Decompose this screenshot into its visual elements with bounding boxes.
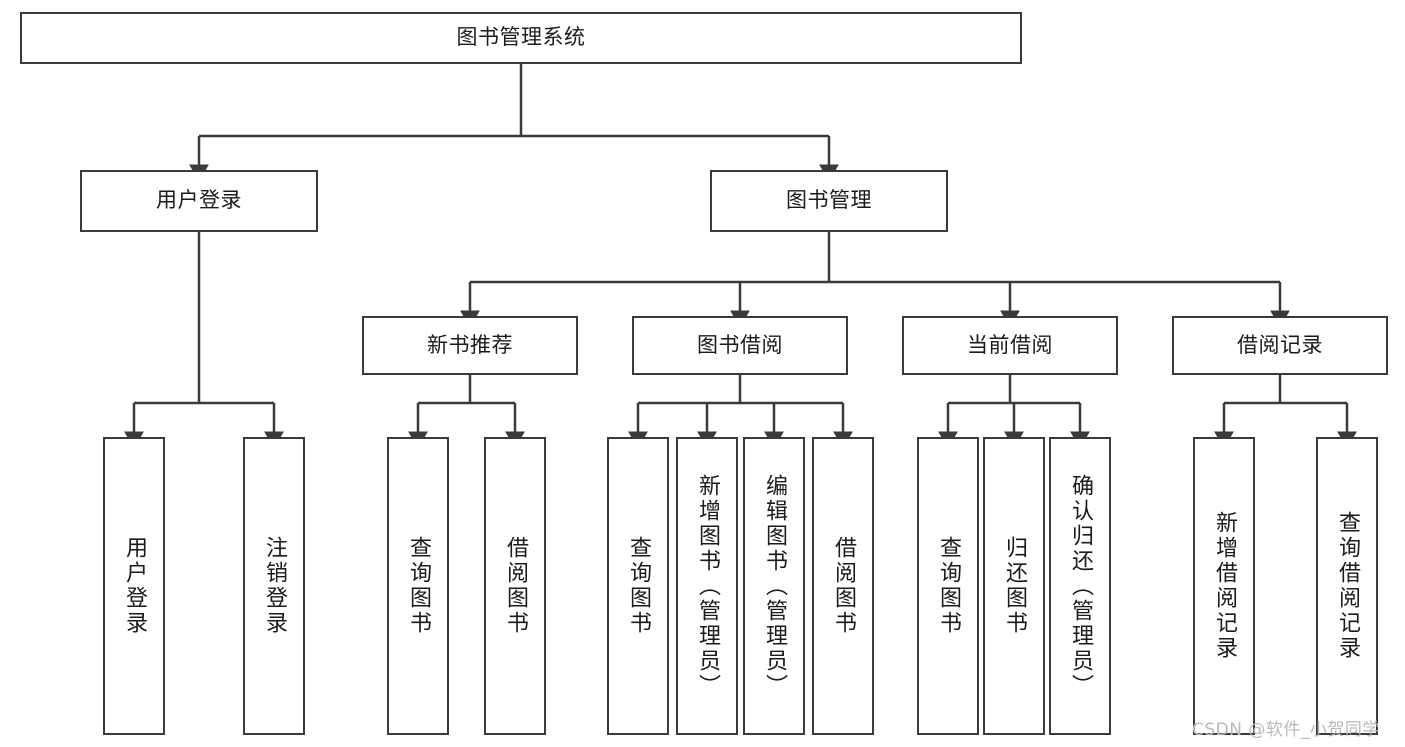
node-label-current-borrow: 当前借阅 [967, 332, 1053, 357]
node-label-leaf-return-book: 归还图书 [1002, 536, 1027, 636]
node-leaf-return-book[interactable]: 归还图书 [983, 437, 1045, 735]
node-label-root: 图书管理系统 [456, 25, 586, 50]
node-leaf-edit-book-admin[interactable]: 编辑图书（管理员） [743, 437, 805, 735]
node-leaf-add-borrow-record[interactable]: 新增借阅记录 [1193, 437, 1255, 735]
node-label-new-book-recommend: 新书推荐 [427, 332, 513, 357]
node-leaf-query-book-current[interactable]: 查询图书 [917, 437, 979, 735]
node-book-manage[interactable]: 图书管理 [710, 170, 948, 232]
node-book-borrow[interactable]: 图书借阅 [632, 316, 848, 375]
node-leaf-user-login[interactable]: 用户登录 [103, 437, 165, 735]
node-borrow-record[interactable]: 借阅记录 [1172, 316, 1388, 375]
node-label-user-login: 用户登录 [156, 188, 242, 213]
node-leaf-add-book-admin[interactable]: 新增图书（管理员） [676, 437, 738, 735]
node-label-leaf-user-login: 用户登录 [122, 536, 147, 636]
node-label-leaf-query-book-borrow: 查询图书 [626, 536, 651, 636]
node-label-leaf-query-book-current: 查询图书 [936, 536, 961, 636]
node-label-leaf-query-book-recommend: 查询图书 [406, 536, 431, 636]
node-label-leaf-borrow-book-recommend: 借阅图书 [503, 536, 528, 636]
node-leaf-query-book-recommend[interactable]: 查询图书 [387, 437, 449, 735]
node-current-borrow[interactable]: 当前借阅 [902, 316, 1118, 375]
node-label-leaf-edit-book-admin: 编辑图书（管理员） [762, 473, 787, 699]
node-label-leaf-add-book-admin: 新增图书（管理员） [695, 473, 720, 699]
node-label-leaf-user-logout: 注销登录 [262, 536, 287, 636]
node-root[interactable]: 图书管理系统 [20, 12, 1022, 64]
node-leaf-user-logout[interactable]: 注销登录 [243, 437, 305, 735]
node-user-login[interactable]: 用户登录 [80, 170, 318, 232]
node-label-leaf-confirm-return-admin: 确认归还（管理员） [1068, 473, 1093, 699]
node-new-book-recommend[interactable]: 新书推荐 [362, 316, 578, 375]
node-label-leaf-borrow-book: 借阅图书 [831, 536, 856, 636]
node-label-leaf-query-borrow-record: 查询借阅记录 [1335, 511, 1360, 661]
node-label-leaf-add-borrow-record: 新增借阅记录 [1212, 511, 1237, 661]
node-leaf-confirm-return-admin[interactable]: 确认归还（管理员） [1049, 437, 1111, 735]
tree-connectors [124, 64, 1357, 449]
node-label-book-borrow: 图书借阅 [697, 332, 783, 357]
node-leaf-query-book-borrow[interactable]: 查询图书 [607, 437, 669, 735]
node-leaf-borrow-book[interactable]: 借阅图书 [812, 437, 874, 735]
node-label-book-manage: 图书管理 [786, 188, 872, 213]
node-leaf-borrow-book-recommend[interactable]: 借阅图书 [484, 437, 546, 735]
watermark: CSDN @软件_小贺同学 [1192, 720, 1380, 740]
node-leaf-query-borrow-record[interactable]: 查询借阅记录 [1316, 437, 1378, 735]
node-label-borrow-record: 借阅记录 [1237, 332, 1323, 357]
